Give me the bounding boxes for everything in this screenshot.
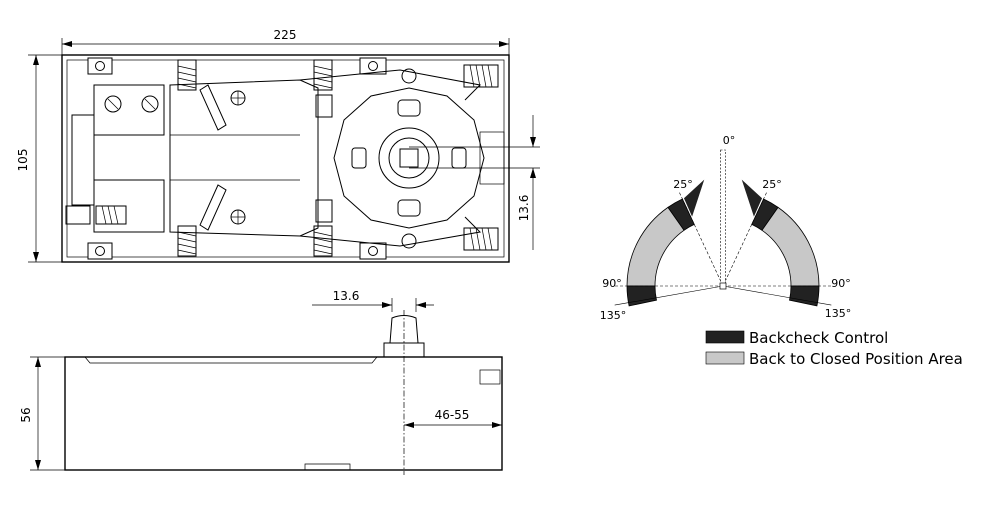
closed-area-right <box>761 206 820 287</box>
arm-bottom <box>299 216 482 247</box>
dim-height-label: 105 <box>16 149 30 172</box>
side-plug <box>479 369 501 385</box>
ref-line-left-135 <box>614 285 724 306</box>
dim-spindle-offset-label: 13.6 <box>517 195 531 222</box>
side-foot <box>304 463 351 470</box>
spindle-inner <box>388 137 430 179</box>
legend: Backcheck Control Back to Closed Positio… <box>705 329 963 368</box>
door-leaf-0 <box>720 149 726 287</box>
arrow-left-25 <box>683 179 705 217</box>
top-view: 225 105 <box>16 28 540 263</box>
arrow-right <box>499 41 509 47</box>
dim-width-label: 225 <box>274 28 297 42</box>
angle-label-90-right: 90° <box>831 277 851 290</box>
dim-side-offset-label: 46-55 <box>435 408 470 422</box>
housing-inner <box>66 59 505 258</box>
legend-label-closed-area: Back to Closed Position Area <box>749 350 963 368</box>
cam-slot-bottom <box>397 199 421 217</box>
opening-angle-diagram <box>614 149 832 307</box>
closed-area-left <box>626 206 685 287</box>
arm-top <box>299 69 482 101</box>
ref-line-right-135 <box>722 285 832 306</box>
dim-spindle-width-label: 13.6 <box>333 289 360 303</box>
spindle-ring <box>378 127 440 189</box>
angle-label-0: 0° <box>723 134 736 147</box>
backcheck-right-90 <box>789 285 820 307</box>
cam-disc <box>333 87 485 229</box>
pivot-point <box>719 282 727 290</box>
lever-bottom <box>199 184 227 231</box>
side-view: 13.6 56 46-55 <box>19 289 503 475</box>
mounting-lugs <box>87 57 387 260</box>
cam-slot-left <box>351 147 367 169</box>
screw-1 <box>104 95 122 113</box>
left-plate <box>71 114 95 206</box>
spindle <box>389 315 419 344</box>
cam-slot-top <box>397 99 421 117</box>
ref-line-right-25 <box>722 191 768 287</box>
arrow-right-25 <box>741 179 763 217</box>
backcheck-left-90 <box>626 285 657 307</box>
arrow-left <box>62 41 72 47</box>
arrow-up <box>33 55 39 65</box>
angle-label-135-right: 135° <box>825 307 852 320</box>
side-cover-edge <box>84 356 378 364</box>
valve-block-top <box>93 84 165 136</box>
angle-label-135-left: 135° <box>600 309 627 322</box>
screw-2 <box>141 95 159 113</box>
arrow-down <box>33 252 39 262</box>
cam-slot-right <box>451 147 467 169</box>
angle-label-25-left: 25° <box>673 178 693 191</box>
angle-label-90-left: 90° <box>602 277 622 290</box>
spindle-square <box>399 148 419 168</box>
legend-swatch-backcheck <box>705 330 745 344</box>
legend-label-backcheck: Backcheck Control <box>749 329 888 347</box>
ref-line-left-25 <box>678 191 724 287</box>
lever-top <box>199 84 227 131</box>
housing-outline <box>61 54 510 263</box>
valve-block-bottom <box>93 179 165 233</box>
side-body <box>64 356 503 471</box>
legend-swatch-closed-area <box>705 351 745 365</box>
dim-side-height-label: 56 <box>19 407 33 422</box>
angle-label-25-right: 25° <box>762 178 782 191</box>
cam-stop <box>479 131 505 185</box>
springs <box>65 59 499 257</box>
